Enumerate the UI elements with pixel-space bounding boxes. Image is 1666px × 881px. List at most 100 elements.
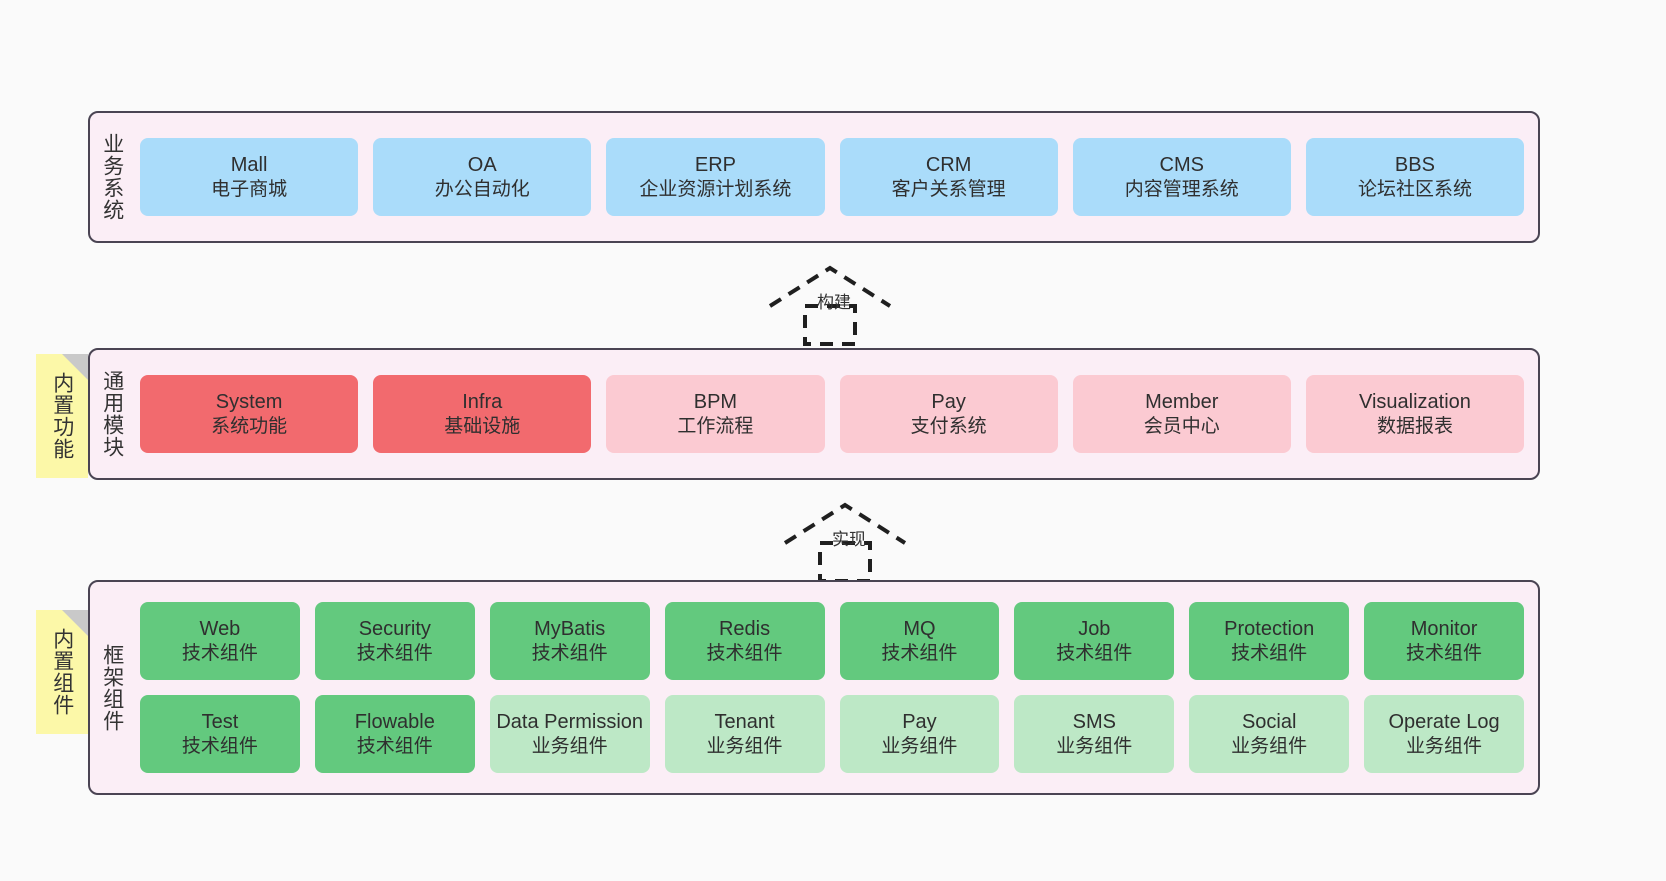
- connector-implement: 实现: [770, 495, 920, 583]
- card-subtitle: 工作流程: [677, 415, 754, 437]
- card-subtitle: 技术组件: [1406, 642, 1483, 664]
- card-title: Member: [1145, 390, 1219, 413]
- card-mall[interactable]: Mall 电子商城: [140, 138, 359, 216]
- card-title: Monitor: [1410, 617, 1478, 640]
- card-member[interactable]: Member 会员中心: [1072, 375, 1291, 453]
- card-mybatis[interactable]: MyBatis 技术组件: [489, 602, 650, 680]
- note-built-in-components: 内置组件: [36, 610, 88, 734]
- card-data-permission[interactable]: Data Permission 业务组件: [489, 695, 650, 773]
- layer-body-framework-components: Web 技术组件 Security 技术组件 MyBatis 技术组件 Redi…: [134, 582, 1538, 793]
- card-title: SMS: [1072, 710, 1116, 733]
- card-monitor[interactable]: Monitor 技术组件: [1364, 602, 1524, 680]
- connector-label-build: 构建: [817, 293, 851, 312]
- card-title: MyBatis: [534, 617, 606, 640]
- card-subtitle: 支付系统: [910, 415, 987, 437]
- card-subtitle: 业务组件: [1406, 735, 1483, 757]
- card-web[interactable]: Web 技术组件: [140, 602, 300, 680]
- layer-business-systems: 业务系统 Mall 电子商城 OA 办公自动化 ERP 企业资源计划系统 CRM…: [88, 111, 1540, 243]
- note-label: 内置组件: [50, 628, 74, 716]
- card-subtitle: 电子商城: [211, 178, 288, 200]
- card-title: MQ: [903, 617, 936, 640]
- card-title: Test: [201, 710, 239, 733]
- card-subtitle: 业务组件: [531, 735, 608, 757]
- card-title: Data Permission: [496, 710, 644, 733]
- card-social[interactable]: Social 业务组件: [1189, 695, 1350, 773]
- card-infra[interactable]: Infra 基础设施: [373, 375, 592, 453]
- card-pay[interactable]: Pay 支付系统: [839, 375, 1058, 453]
- card-pay-component[interactable]: Pay 业务组件: [839, 695, 1000, 773]
- card-subtitle: 会员中心: [1143, 415, 1220, 437]
- card-bpm[interactable]: BPM 工作流程: [606, 375, 825, 453]
- card-title: Protection: [1224, 617, 1315, 640]
- card-title: Pay: [931, 390, 966, 413]
- card-title: ERP: [694, 153, 736, 176]
- card-title: CRM: [925, 153, 972, 176]
- card-test[interactable]: Test 技术组件: [140, 695, 300, 773]
- card-redis[interactable]: Redis 技术组件: [664, 602, 825, 680]
- card-title: Social: [1241, 710, 1297, 733]
- card-title: Redis: [718, 617, 771, 640]
- card-title: Tenant: [714, 710, 775, 733]
- card-row: Web 技术组件 Security 技术组件 MyBatis 技术组件 Redi…: [140, 602, 1524, 680]
- card-tenant[interactable]: Tenant 业务组件: [664, 695, 825, 773]
- card-title: Mall: [230, 153, 268, 176]
- card-protection[interactable]: Protection 技术组件: [1189, 602, 1350, 680]
- card-security[interactable]: Security 技术组件: [314, 602, 475, 680]
- note-label: 内置功能: [50, 372, 74, 460]
- card-subtitle: 系统功能: [211, 415, 288, 437]
- card-subtitle: 业务组件: [706, 735, 783, 757]
- card-subtitle: 技术组件: [356, 735, 433, 757]
- layer-framework-components: 框架组件 Web 技术组件 Security 技术组件 MyBatis 技术组件…: [88, 580, 1540, 795]
- card-title: BBS: [1394, 153, 1435, 176]
- card-subtitle: 技术组件: [881, 642, 958, 664]
- card-subtitle: 技术组件: [1056, 642, 1133, 664]
- card-title: Security: [358, 617, 431, 640]
- card-subtitle: 内容管理系统: [1124, 178, 1239, 200]
- card-subtitle: 技术组件: [181, 642, 258, 664]
- card-subtitle: 技术组件: [181, 735, 258, 757]
- card-sms[interactable]: SMS 业务组件: [1014, 695, 1175, 773]
- card-title: Web: [199, 617, 241, 640]
- card-subtitle: 论坛社区系统: [1357, 178, 1472, 200]
- card-subtitle: 数据报表: [1376, 415, 1453, 437]
- card-subtitle: 客户关系管理: [891, 178, 1006, 200]
- card-title: Job: [1078, 617, 1111, 640]
- card-row: System 系统功能 Infra 基础设施 BPM 工作流程 Pay 支付系统…: [140, 375, 1525, 453]
- card-system[interactable]: System 系统功能: [140, 375, 359, 453]
- card-mq[interactable]: MQ 技术组件: [839, 602, 1000, 680]
- connector-build: 构建: [755, 258, 905, 346]
- card-subtitle: 技术组件: [706, 642, 783, 664]
- card-subtitle: 技术组件: [1231, 642, 1308, 664]
- card-row: Mall 电子商城 OA 办公自动化 ERP 企业资源计划系统 CRM 客户关系…: [140, 138, 1525, 216]
- card-erp[interactable]: ERP 企业资源计划系统: [606, 138, 825, 216]
- card-title: OA: [467, 153, 497, 176]
- card-oa[interactable]: OA 办公自动化: [373, 138, 592, 216]
- card-subtitle: 企业资源计划系统: [639, 178, 792, 200]
- card-title: Operate Log: [1388, 710, 1500, 733]
- card-title: Infra: [462, 390, 503, 413]
- connector-label-implement: 实现: [832, 530, 866, 549]
- card-title: System: [215, 390, 283, 413]
- card-subtitle: 办公自动化: [434, 178, 530, 200]
- layer-body-business-systems: Mall 电子商城 OA 办公自动化 ERP 企业资源计划系统 CRM 客户关系…: [134, 113, 1538, 241]
- card-subtitle: 业务组件: [1056, 735, 1133, 757]
- layer-label-common-modules: 通用模块: [100, 370, 124, 458]
- card-subtitle: 基础设施: [444, 415, 521, 437]
- card-title: Pay: [902, 710, 937, 733]
- layer-common-modules: 通用模块 System 系统功能 Infra 基础设施 BPM 工作流程 Pay…: [88, 348, 1540, 480]
- card-flowable[interactable]: Flowable 技术组件: [314, 695, 475, 773]
- note-built-in-features: 内置功能: [36, 354, 88, 478]
- card-operate-log[interactable]: Operate Log 业务组件: [1364, 695, 1524, 773]
- card-title: Visualization: [1358, 390, 1471, 413]
- card-bbs[interactable]: BBS 论坛社区系统: [1305, 138, 1525, 216]
- card-subtitle: 技术组件: [531, 642, 608, 664]
- layer-label-framework-components: 框架组件: [100, 643, 124, 732]
- layer-body-common-modules: System 系统功能 Infra 基础设施 BPM 工作流程 Pay 支付系统…: [134, 350, 1538, 478]
- card-visualization[interactable]: Visualization 数据报表: [1305, 375, 1525, 453]
- card-cms[interactable]: CMS 内容管理系统: [1072, 138, 1291, 216]
- card-subtitle: 技术组件: [356, 642, 433, 664]
- card-crm[interactable]: CRM 客户关系管理: [839, 138, 1058, 216]
- card-title: BPM: [693, 390, 738, 413]
- card-job[interactable]: Job 技术组件: [1014, 602, 1175, 680]
- card-title: Flowable: [354, 710, 435, 733]
